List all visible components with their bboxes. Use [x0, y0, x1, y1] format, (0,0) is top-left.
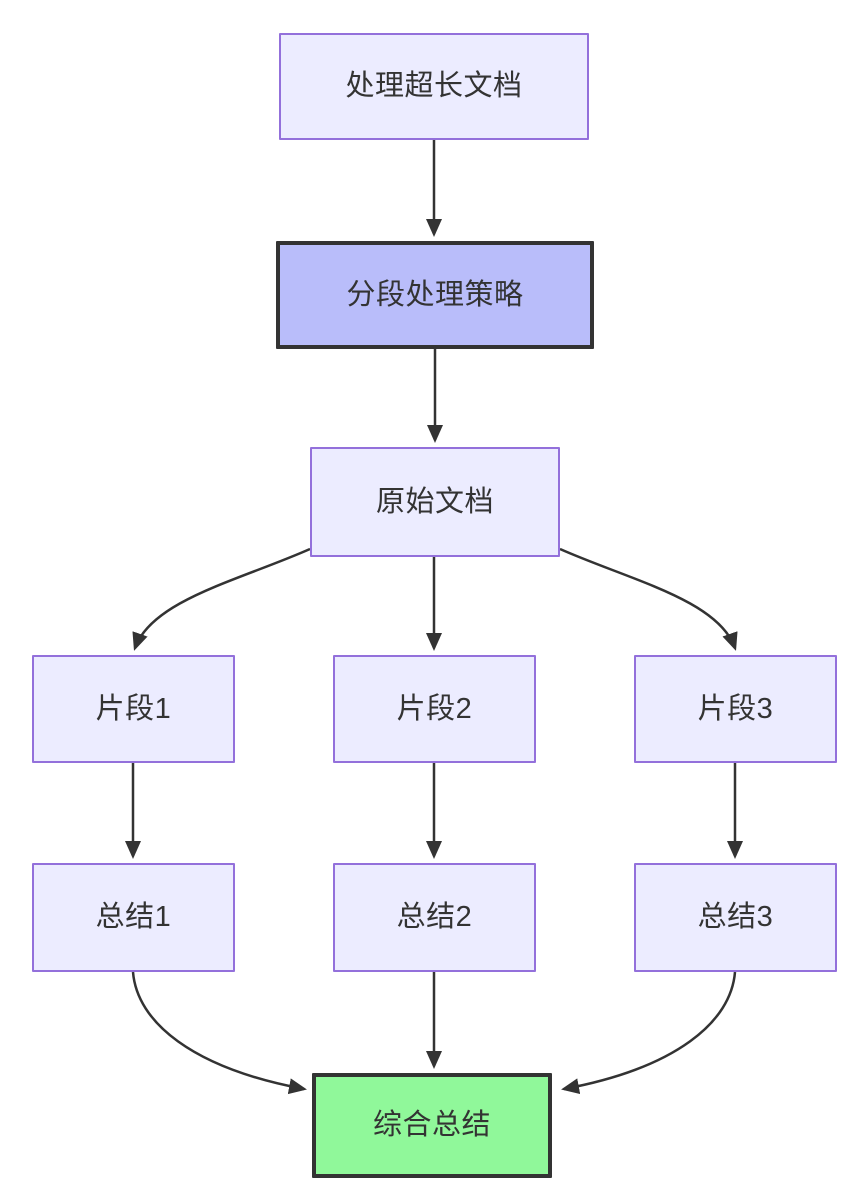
node-process-long-document: 处理超长文档 — [279, 33, 589, 140]
node-summary-2: 总结2 — [333, 863, 536, 972]
node-label: 原始文档 — [375, 485, 494, 518]
node-label: 处理超长文档 — [345, 70, 523, 103]
node-label: 综合总结 — [372, 1109, 491, 1142]
node-label: 总结3 — [697, 901, 774, 934]
node-label: 分段处理策略 — [346, 278, 524, 311]
node-label: 片段2 — [396, 692, 473, 725]
edge-e3-to-f — [561, 971, 737, 1095]
edge-c-to-d3 — [559, 547, 738, 651]
node-fragment-2: 片段2 — [333, 655, 536, 763]
node-fragment-3: 片段3 — [634, 655, 837, 763]
edge-e1-to-f — [131, 971, 307, 1095]
edge-c-to-d1 — [132, 547, 311, 651]
node-label: 总结2 — [396, 901, 473, 934]
node-original-document: 原始文档 — [310, 447, 560, 557]
node-segmentation-strategy: 分段处理策略 — [276, 241, 594, 349]
node-label: 片段1 — [95, 692, 172, 725]
node-summary-1: 总结1 — [32, 863, 235, 972]
node-summary-3: 总结3 — [634, 863, 837, 972]
node-combined-summary: 综合总结 — [312, 1073, 552, 1178]
node-label: 片段3 — [697, 692, 774, 725]
node-fragment-1: 片段1 — [32, 655, 235, 763]
node-label: 总结1 — [95, 901, 172, 934]
